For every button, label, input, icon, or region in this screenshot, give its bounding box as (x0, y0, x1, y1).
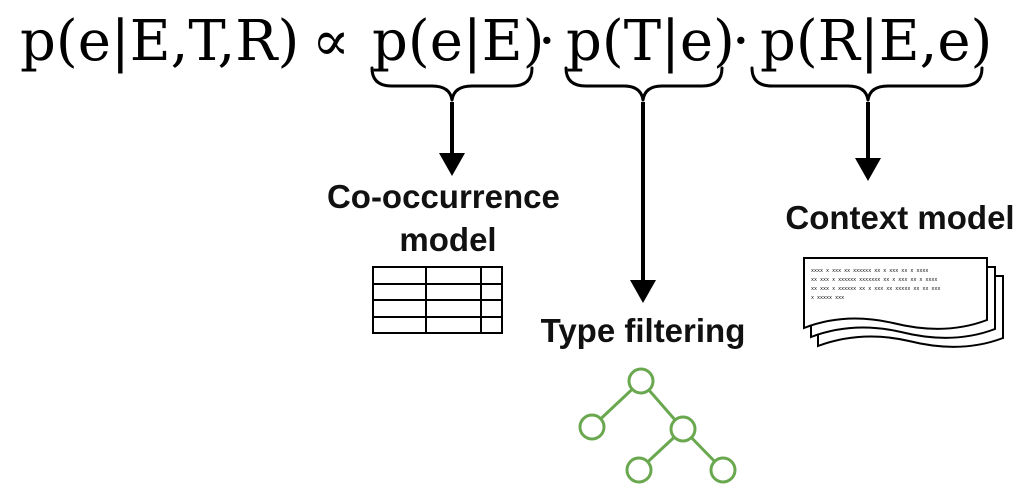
context-model-label: Context model (785, 199, 1014, 236)
cooccurrence-label-line2: model (399, 221, 496, 258)
formula-dot-2: · (732, 9, 750, 74)
tree-node-right-right (709, 456, 737, 484)
tree-node-right-left (625, 456, 653, 484)
formula-proportional: ∝ (312, 9, 350, 74)
formula-dot-1: · (538, 9, 556, 74)
doc-line-4: x xxxxx xxx (811, 295, 844, 301)
tree-icon (578, 367, 737, 484)
formula-term-type: p(T|e) (566, 9, 735, 74)
formula-term-cooccurrence: p(e|E) (372, 9, 544, 74)
tree-node-root (627, 367, 655, 395)
documents-icon: xxxx x xxx xx xxxxxx xx x xxx xx x xxxx … (803, 257, 1004, 348)
brace-type (564, 66, 724, 102)
tree-node-right (669, 415, 697, 443)
brace-context (750, 66, 984, 102)
document-text: xxxx x xxx xx xxxxxx xx x xxx xx x xxxx … (811, 268, 943, 301)
tree-node-left (578, 413, 606, 441)
formula: p(e|E,T,R) ∝ p(e|E) · p(T|e) · p(R|E,e) (20, 9, 992, 74)
document-front (803, 257, 988, 330)
doc-line-1: xxxx x xxx xx xxxxxx xx x xxx xx x xxxx (811, 268, 928, 274)
formula-lhs: p(e|E,T,R) (20, 9, 299, 74)
type-filtering-label: Type filtering (541, 312, 746, 349)
table-icon (372, 266, 503, 334)
arrow-to-cooccurrence (439, 102, 465, 176)
cooccurrence-label-line1: Co-occurrence (327, 178, 560, 215)
cooccurrence-label: Co-occurrence model (327, 178, 569, 258)
arrow-to-context (855, 102, 881, 181)
doc-line-2: xx xxx x xxxxxx xxxxxxx xx x xxx xx x xx… (811, 277, 937, 283)
formula-term-context: p(R|E,e) (760, 9, 992, 74)
arrow-to-type-filtering (630, 102, 656, 303)
doc-line-3: xx xxx x xxxxxx xx x xxx xx xxxxx xx xx … (811, 286, 940, 292)
brace-cooccurrence (370, 66, 534, 102)
